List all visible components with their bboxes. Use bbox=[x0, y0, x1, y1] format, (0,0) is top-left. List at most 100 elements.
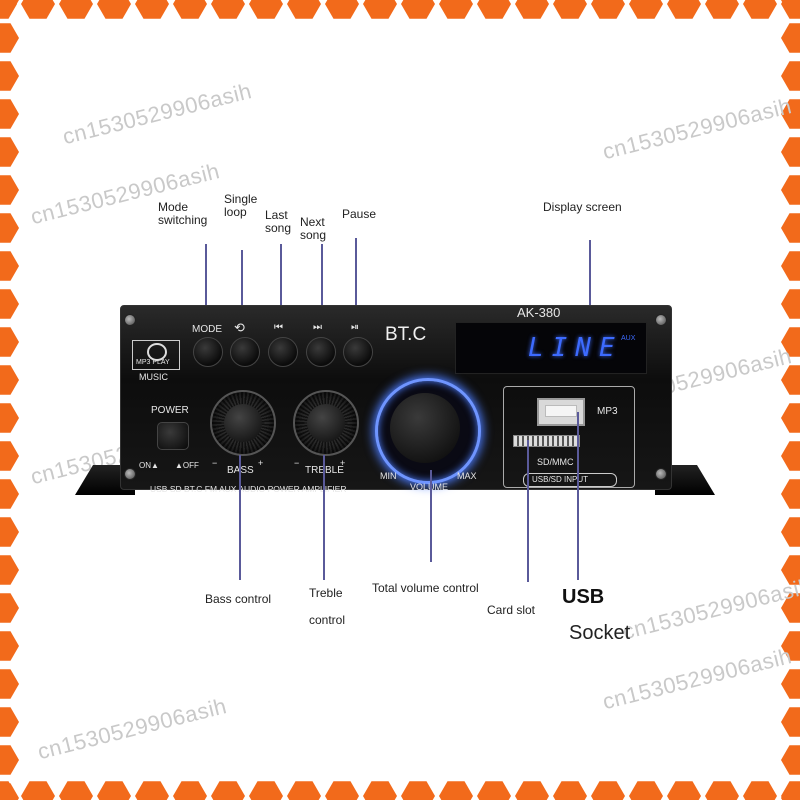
border-hexagon bbox=[325, 781, 359, 800]
screw bbox=[655, 468, 667, 480]
border-hexagon bbox=[135, 781, 169, 800]
border-hexagon bbox=[667, 0, 701, 19]
bass-plus: + bbox=[258, 458, 264, 468]
treble-knob[interactable] bbox=[293, 390, 359, 456]
pointer-line bbox=[239, 455, 241, 580]
border-hexagon bbox=[0, 631, 19, 661]
border-hexagon bbox=[0, 403, 19, 433]
border-hexagon bbox=[59, 781, 93, 800]
pause-button[interactable] bbox=[343, 337, 373, 367]
border-hexagon bbox=[781, 631, 800, 661]
border-hexagon bbox=[781, 137, 800, 167]
treble-minus: − bbox=[294, 458, 300, 468]
border-hexagon bbox=[97, 0, 131, 19]
border-hexagon bbox=[173, 781, 207, 800]
screw bbox=[124, 468, 136, 480]
border-hexagon bbox=[553, 781, 587, 800]
loop-icon: ⟲ bbox=[234, 320, 245, 335]
screw bbox=[655, 314, 667, 326]
border-hexagon bbox=[477, 781, 511, 800]
last-song-button[interactable] bbox=[268, 337, 298, 367]
border-hexagon bbox=[781, 669, 800, 699]
display-text: LINE bbox=[528, 333, 623, 363]
border-hexagon bbox=[781, 707, 800, 737]
border-hexagon bbox=[21, 781, 55, 800]
border-hexagon bbox=[211, 781, 245, 800]
pointer-line bbox=[241, 250, 243, 339]
next-song-button[interactable] bbox=[306, 337, 336, 367]
pointer-line bbox=[577, 412, 579, 580]
usb-port-inner bbox=[545, 405, 577, 417]
on-label: ON▲ bbox=[139, 461, 159, 470]
border-hexagon bbox=[0, 61, 19, 91]
volume-knob[interactable] bbox=[375, 378, 481, 484]
single-loop-button[interactable] bbox=[230, 337, 260, 367]
mp3-logo: MP3 PLAY bbox=[132, 340, 180, 370]
border-hexagon bbox=[629, 781, 663, 800]
border-hexagon bbox=[363, 0, 397, 19]
border-hexagon bbox=[21, 0, 55, 19]
callout-next-song: Next song bbox=[300, 215, 327, 242]
next-icon: ⏭ bbox=[313, 322, 322, 333]
border-hexagon bbox=[591, 781, 625, 800]
border-hexagon bbox=[439, 0, 473, 19]
border-hexagon bbox=[173, 0, 207, 19]
mode-button[interactable] bbox=[193, 337, 223, 367]
card-slot[interactable] bbox=[513, 435, 580, 447]
border-hexagon bbox=[629, 0, 663, 19]
border-hexagon bbox=[59, 0, 93, 19]
border-hexagon bbox=[781, 479, 800, 509]
bass-minus: − bbox=[212, 458, 218, 468]
callout-single-loop: Single loop bbox=[224, 192, 258, 219]
border-hexagon bbox=[287, 781, 321, 800]
pointer-line bbox=[321, 244, 323, 339]
callout-pause: Pause bbox=[342, 207, 377, 221]
mode-label: MODE bbox=[192, 324, 222, 335]
bass-knob[interactable] bbox=[210, 390, 276, 456]
border-hexagon bbox=[249, 0, 283, 19]
border-hexagon bbox=[743, 781, 777, 800]
callout-volume-control: Total volume control bbox=[372, 581, 479, 595]
pointer-line bbox=[280, 244, 282, 339]
border-hexagon bbox=[0, 517, 19, 547]
border-hexagon bbox=[0, 175, 19, 205]
border-hexagon bbox=[0, 365, 19, 395]
border-hexagon bbox=[0, 251, 19, 281]
border-hexagon bbox=[781, 175, 800, 205]
callout-treble: Treble bbox=[309, 586, 343, 600]
border-hexagon bbox=[743, 0, 777, 19]
amplifier-device: MP3 PLAY MUSIC MODE ⟲ ⏮ ⏭ ⏯ BT.C AK-380 … bbox=[75, 300, 715, 500]
border-hexagon bbox=[781, 213, 800, 243]
border-hexagon bbox=[515, 0, 549, 19]
callout-usb: USB bbox=[562, 586, 605, 608]
border-hexagon bbox=[667, 781, 701, 800]
border-hexagon bbox=[515, 781, 549, 800]
brand-label: BT.C bbox=[385, 324, 427, 345]
border-hexagon bbox=[0, 441, 19, 471]
input-label: USB/SD INPUT bbox=[532, 475, 589, 484]
border-hexagon bbox=[781, 327, 800, 357]
pointer-line bbox=[430, 470, 432, 562]
border-hexagon bbox=[781, 441, 800, 471]
border-hexagon bbox=[0, 23, 19, 53]
knob-cap bbox=[224, 404, 262, 442]
border-hexagon bbox=[0, 783, 19, 800]
border-hexagon bbox=[0, 137, 19, 167]
border-hexagon bbox=[781, 783, 800, 800]
border-hexagon bbox=[781, 23, 800, 53]
volume-label: VOLUME bbox=[410, 482, 449, 492]
border-hexagon bbox=[477, 0, 511, 19]
border-hexagon bbox=[781, 745, 800, 775]
power-button[interactable] bbox=[157, 422, 189, 450]
callout-treble-control: control bbox=[309, 613, 346, 627]
border-hexagon bbox=[287, 0, 321, 19]
border-hexagon bbox=[363, 781, 397, 800]
volume-min: MIN bbox=[380, 471, 397, 481]
pointer-line bbox=[355, 238, 357, 339]
model-label: AK-380 bbox=[517, 305, 561, 320]
screw bbox=[124, 314, 136, 326]
border-hexagon bbox=[401, 0, 435, 19]
border-hexagon bbox=[0, 745, 19, 775]
border-hexagon bbox=[0, 289, 19, 319]
border-hexagon bbox=[0, 479, 19, 509]
